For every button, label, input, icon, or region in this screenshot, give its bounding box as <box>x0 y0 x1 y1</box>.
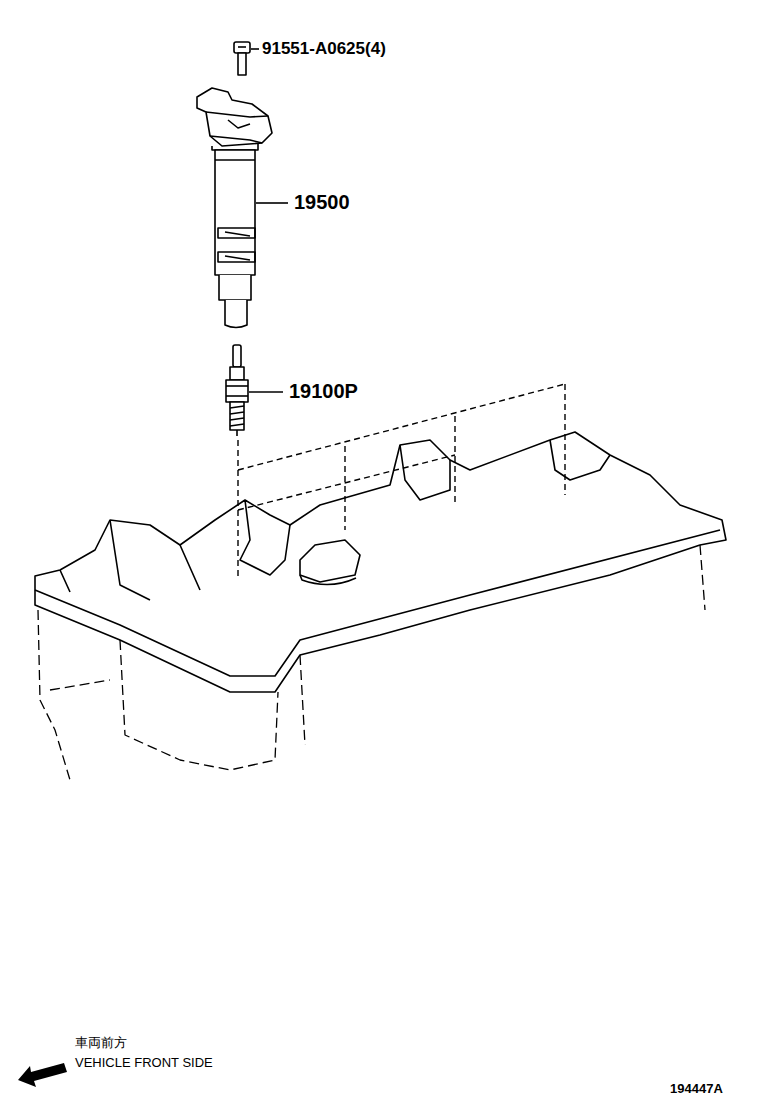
valve-cover <box>35 432 726 692</box>
bolt-symbol <box>234 42 250 75</box>
direction-arrow <box>18 1063 67 1087</box>
leader-line <box>256 202 288 204</box>
engine-outline <box>38 545 705 780</box>
ignition-coil <box>197 88 272 328</box>
leader-line <box>251 48 259 50</box>
figure-number: 194447A <box>670 1082 723 1095</box>
installation-line <box>238 384 565 580</box>
direction-note: 車両前方 <box>75 1036 127 1049</box>
spark-plug <box>226 345 248 436</box>
direction-note: VEHICLE FRONT SIDE <box>75 1056 213 1069</box>
leader-line <box>249 391 283 393</box>
callout-number: 19500 <box>294 192 350 212</box>
callout-number: 19100P <box>289 381 358 401</box>
part-number: 91551-A0625(4) <box>262 40 386 57</box>
